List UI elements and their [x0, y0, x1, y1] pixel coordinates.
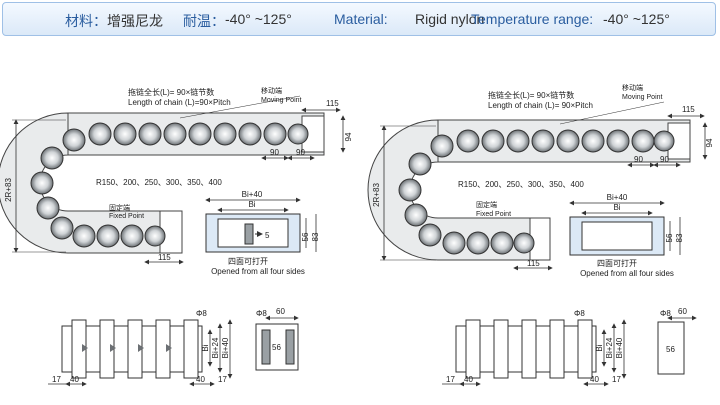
end-view-right: Φ8 60 56 [657, 307, 697, 375]
bracket-view-left: Bi Bi+24 Bi+40 Φ8 17 40 40 17 [48, 309, 233, 387]
material-cn-label: 材料： [65, 13, 107, 29]
end-d56-label: 56 [272, 343, 281, 352]
side-view-right: 2R+83 115 94 90 90 115 拖链全长(L)= 90×链节数 L… [367, 83, 714, 271]
bracket-d17-label: 17 [52, 375, 61, 384]
bracket-phi8-label: Φ8 [196, 309, 207, 318]
d83-label-right: 83 [675, 233, 684, 242]
fixed-en-label-right: Fixed Point [476, 211, 511, 218]
height-dim-label-right: 2R+83 [372, 183, 381, 207]
temp-cn-value: -40° ~125° [225, 11, 292, 27]
bracket-bi-label-right: Bi [595, 344, 604, 351]
bracket-d40a-label-right: 40 [464, 375, 473, 384]
dim-90b-label-right: 90 [660, 155, 669, 164]
dim-90b-label: 90 [296, 148, 305, 157]
dim-115-bottom-label-right: 115 [527, 259, 540, 268]
cross-section-left: Bi+40 Bi 5 56 83 四面可打开 Opened from all f… [205, 190, 320, 276]
moving-cn-label: 移动端 [261, 86, 282, 95]
dim-90a-label-right: 90 [634, 155, 643, 164]
bracket-d17b-label-right: 17 [612, 375, 621, 384]
bracket-d17-label-right: 17 [446, 375, 455, 384]
d56-label: 56 [301, 232, 310, 241]
length-cn-label: 拖链全长(L)= 90×链节数 [128, 87, 214, 97]
bracket-d40b-label: 40 [196, 375, 205, 384]
bi-label: Bi [248, 200, 255, 209]
bi40-label-right: Bi+40 [607, 193, 628, 202]
bracket-d40b-label-right: 40 [590, 375, 599, 384]
material-en-value: Rigid nylon [415, 11, 485, 27]
d56-label-right: 56 [665, 233, 674, 242]
length-en-label-right: Length of chain (L)= 90×Pitch [488, 101, 593, 110]
end-phi8-label: Φ8 [256, 309, 267, 318]
dim-115-top-label-right: 115 [682, 105, 695, 114]
end-view-left: Φ8 60 [255, 307, 299, 371]
bi40-label: Bi+40 [242, 190, 263, 199]
d5-label: 5 [265, 231, 270, 240]
material-cn-value: 增强尼龙 [107, 13, 163, 29]
fixed-cn-label: 固定端 [109, 203, 130, 212]
open-en-label-right: Opened from all four sides [580, 269, 674, 278]
fixed-en-label: Fixed Point [109, 213, 144, 220]
spec-banner: 材料： 增强尼龙 耐温： -40° ~125° Material: Rigid … [2, 2, 716, 36]
end-d60-label: 60 [276, 307, 285, 316]
moving-cn-label-right: 移动端 [622, 83, 643, 92]
bracket-d40a-label: 40 [70, 375, 79, 384]
length-cn-label-right: 拖链全长(L)= 90×链节数 [488, 90, 574, 100]
cross-section-right: Bi+40 Bi 56 83 四面可打开 Opened from all fou… [569, 193, 684, 278]
bracket-bi40-label: Bi+40 [221, 337, 230, 358]
bracket-view-right: Bi Bi+24 Bi+40 Φ8 17 40 40 17 [442, 309, 627, 387]
bracket-bi24-label-right: Bi+24 [605, 337, 614, 358]
moving-en-label: Moving Point [261, 97, 302, 104]
dim-90a-label: 90 [270, 148, 279, 157]
temp-en-label: Temperature range: [471, 11, 594, 27]
bi-label-right: Bi [613, 203, 620, 212]
temp-en-value: -40° ~125° [603, 11, 670, 27]
material-en-label: Material: [334, 11, 388, 27]
end-phi8-label-right: Φ8 [660, 309, 671, 318]
radius-label: R150、200、250、300、350、400 [96, 178, 222, 187]
fixed-cn-label-right: 固定端 [476, 200, 497, 209]
bracket-bi-label: Bi [201, 344, 210, 351]
dim-115-bottom-label: 115 [158, 253, 171, 262]
temp-cn-label: 耐温： [183, 13, 225, 29]
bracket-d17b-label: 17 [218, 375, 227, 384]
open-cn-label-right: 四面可打开 [597, 258, 637, 268]
bracket-phi8-label-right: Φ8 [574, 309, 585, 318]
dim-115-top-label: 115 [326, 99, 339, 108]
side-view-left: 2R+83 115 94 90 90 115 拖链全长(L)= 90×链节数 L… [0, 86, 353, 265]
moving-en-label-right: Moving Point [622, 94, 663, 101]
bracket-bi24-label: Bi+24 [211, 337, 220, 358]
end-d60-label-right: 60 [678, 307, 687, 316]
dim-94-label: 94 [344, 132, 353, 141]
height-dim-label: 2R+83 [4, 178, 13, 202]
length-en-label: Length of chain (L)=90×Pitch [128, 98, 231, 107]
dim-94-label-right: 94 [705, 138, 714, 147]
chain-links [30, 122, 309, 248]
bracket-bi40-label-right: Bi+40 [615, 337, 624, 358]
radius-label-right: R150、200、250、300、350、400 [458, 180, 584, 189]
open-cn-label: 四面可打开 [228, 256, 268, 266]
d83-label: 83 [311, 232, 320, 241]
end-d56-label-right: 56 [666, 345, 675, 354]
open-en-label: Opened from all four sides [211, 267, 305, 276]
